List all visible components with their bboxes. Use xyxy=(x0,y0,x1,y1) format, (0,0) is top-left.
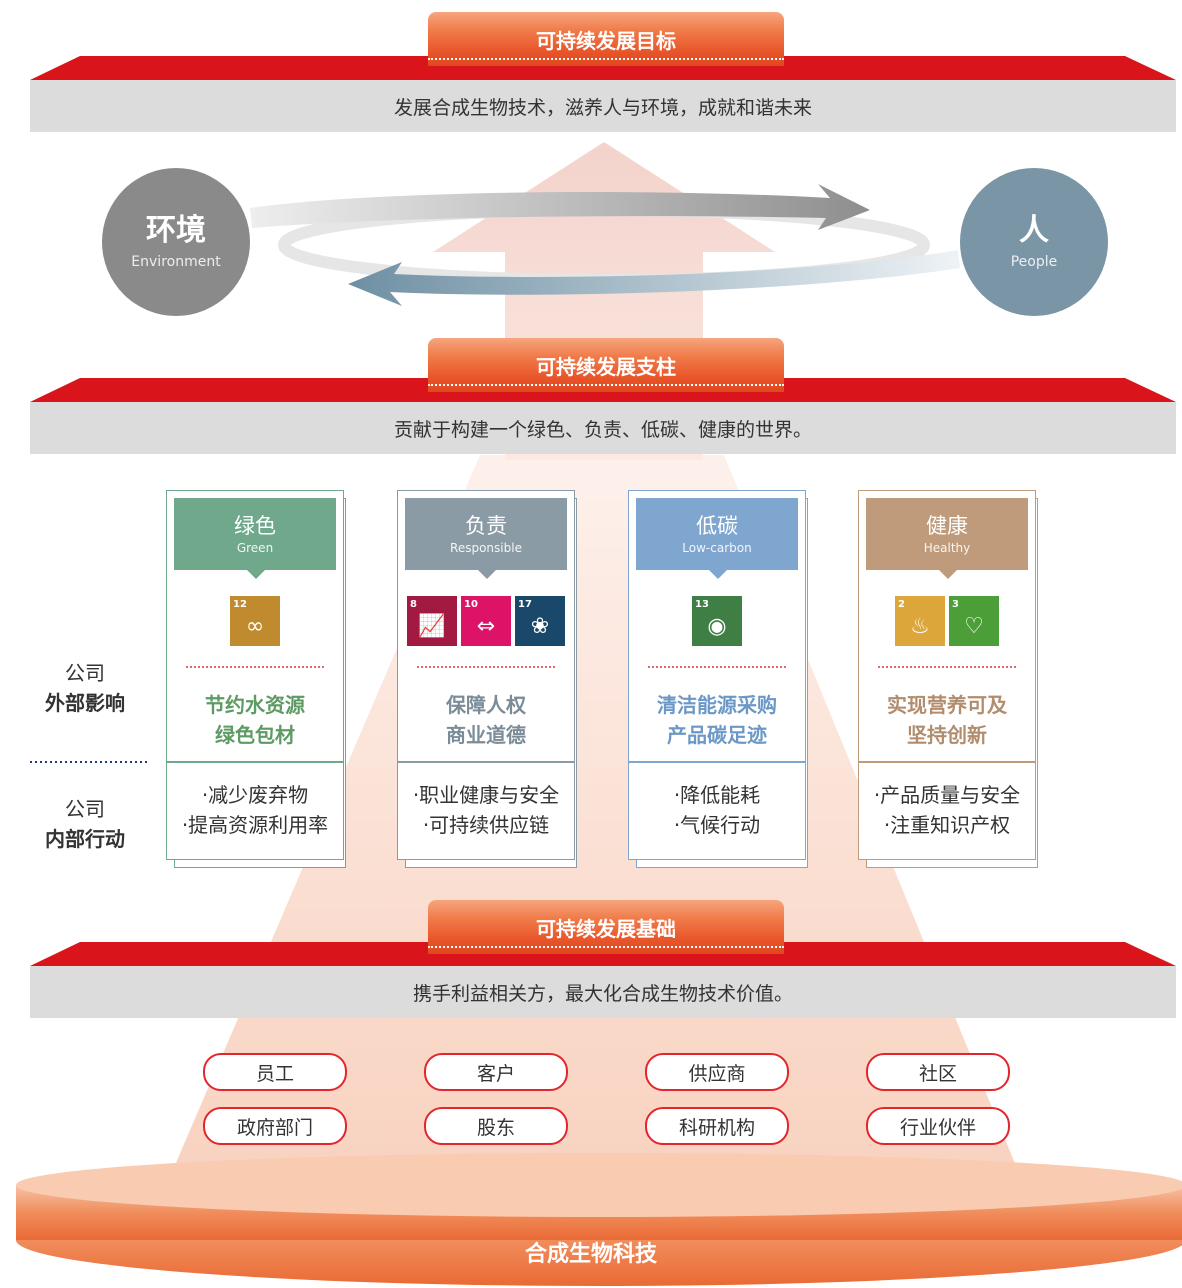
pillar-low-carbon-header: 低碳 Low-carbon xyxy=(636,498,798,570)
external-line1: 公司 xyxy=(65,661,105,685)
pillar-responsible: 负责 Responsible 8📈 10⇔ 17❀ 保障人权 商业道德 ·职业健… xyxy=(397,490,577,868)
sdg-10-icon: 10⇔ xyxy=(461,596,511,646)
pillar-healthy-header: 健康 Healthy xyxy=(866,498,1028,570)
goal-statement: 发展合成生物技术，滋养人与环境，成就和谐未来 xyxy=(393,96,812,119)
foundation-statement-band: 携手利益相关方，最大化合成生物技术价值。 xyxy=(30,966,1176,1018)
people-label-en: People xyxy=(1010,254,1058,270)
foundation-red-band xyxy=(30,942,1176,966)
base-title: 合成生物科技 xyxy=(524,1242,657,1267)
pillar-low-carbon-title: 低碳 xyxy=(696,514,738,538)
sdg-3-icon: 3♡ xyxy=(949,596,999,646)
pillar-healthy-actions: ·产品质量与安全 ·注重知识产权 xyxy=(858,780,1036,840)
pillars-statement: 贡献于构建一个绿色、负责、低碳、健康的世界。 xyxy=(393,418,812,441)
goal-title: 可持续发展目标 xyxy=(536,28,676,53)
sdg-8-icon: 8📈 xyxy=(407,596,457,646)
action-item: ·可持续供应链 xyxy=(422,813,550,837)
goal-title-tab: 可持续发展目标 xyxy=(428,12,784,66)
base-platform-top xyxy=(16,1153,1182,1217)
goal-item: 产品碳足迹 xyxy=(667,723,767,747)
pillars-tab-dots xyxy=(428,384,784,386)
pillar-healthy-title-en: Healthy xyxy=(923,541,971,555)
internal-line2: 内部行动 xyxy=(45,827,125,851)
goal-red-band xyxy=(30,56,1176,80)
action-item: ·气候行动 xyxy=(673,813,761,837)
pillar-green: 绿色 Green 12∞ 节约水资源 绿色包材 ·减少废弃物 ·提高资源利用率 xyxy=(166,490,346,868)
people-circle: 人 People xyxy=(960,168,1108,316)
goal-statement-band: 发展合成生物技术，滋养人与环境，成就和谐未来 xyxy=(30,80,1176,132)
pillar-healthy-sdgs: 2♨ 3♡ xyxy=(858,596,1036,646)
sdg-17-icon: 17❀ xyxy=(515,596,565,646)
action-item: ·提高资源利用率 xyxy=(181,813,329,837)
internal-action-label: 公司 内部行动 xyxy=(30,794,140,854)
pillar-responsible-sdgs: 8📈 10⇔ 17❀ xyxy=(397,596,575,646)
stakeholder-pill: 社区 xyxy=(866,1053,1010,1091)
pillar-low-carbon-title-en: Low-carbon xyxy=(682,541,752,555)
pillars-title: 可持续发展支柱 xyxy=(536,354,676,379)
pillar-low-carbon-sdgs: 13◉ xyxy=(628,596,806,646)
goal-item: 实现营养可及 xyxy=(887,693,1007,717)
goal-item: 绿色包材 xyxy=(215,723,295,747)
pillar-responsible-title: 负责 xyxy=(465,514,507,538)
stakeholder-pill: 员工 xyxy=(203,1053,347,1091)
pillar-healthy-goals: 实现营养可及 坚持创新 xyxy=(858,690,1036,750)
goal-item: 节约水资源 xyxy=(205,693,305,717)
action-item: ·产品质量与安全 xyxy=(873,783,1021,807)
pillar-healthy: 健康 Healthy 2♨ 3♡ 实现营养可及 坚持创新 ·产品质量与安全 ·注… xyxy=(858,490,1038,868)
pillar-green-header: 绿色 Green xyxy=(174,498,336,570)
cycle-arrow-left xyxy=(348,250,960,306)
sdg-12-icon: 12∞ xyxy=(230,596,280,646)
stakeholder-pill: 股东 xyxy=(424,1107,568,1145)
stakeholder-pill: 科研机构 xyxy=(645,1107,789,1145)
action-item: ·减少废弃物 xyxy=(201,783,309,807)
action-item: ·注重知识产权 xyxy=(883,813,1011,837)
pillar-green-actions: ·减少废弃物 ·提高资源利用率 xyxy=(166,780,344,840)
stakeholder-pill: 政府部门 xyxy=(203,1107,347,1145)
pillar-low-carbon-goals: 清洁能源采购 产品碳足迹 xyxy=(628,690,806,750)
environment-circle: 环境 Environment xyxy=(102,168,250,316)
foundation-title: 可持续发展基础 xyxy=(536,916,676,941)
people-label: 人 xyxy=(1019,213,1049,248)
stakeholder-pill: 行业伙伴 xyxy=(866,1107,1010,1145)
stakeholder-pill: 供应商 xyxy=(645,1053,789,1091)
pillar-responsible-actions: ·职业健康与安全 ·可持续供应链 xyxy=(397,780,575,840)
pillars-title-tab: 可持续发展支柱 xyxy=(428,338,784,392)
internal-line1: 公司 xyxy=(65,797,105,821)
pillar-responsible-goals: 保障人权 商业道德 xyxy=(397,690,575,750)
sdg-2-icon: 2♨ xyxy=(895,596,945,646)
foundation-statement: 携手利益相关方，最大化合成生物技术价值。 xyxy=(412,982,793,1005)
environment-label: 环境 xyxy=(146,213,206,248)
pillar-low-carbon-actions: ·降低能耗 ·气候行动 xyxy=(628,780,806,840)
goal-item: 坚持创新 xyxy=(907,723,987,747)
pillars-statement-band: 贡献于构建一个绿色、负责、低碳、健康的世界。 xyxy=(30,402,1176,454)
pillar-green-sdgs: 12∞ xyxy=(166,596,344,646)
goal-tab-dots xyxy=(428,58,784,60)
pillar-green-title: 绿色 xyxy=(234,514,276,538)
external-impact-label: 公司 外部影响 xyxy=(30,658,140,718)
action-item: ·降低能耗 xyxy=(673,783,761,807)
pillar-green-title-en: Green xyxy=(236,541,274,555)
stakeholder-pill: 客户 xyxy=(424,1053,568,1091)
sdg-13-icon: 13◉ xyxy=(692,596,742,646)
foundation-title-tab: 可持续发展基础 xyxy=(428,900,784,954)
goal-item: 商业道德 xyxy=(446,723,526,747)
environment-label-en: Environment xyxy=(131,254,221,270)
pillar-low-carbon: 低碳 Low-carbon 13◉ 清洁能源采购 产品碳足迹 ·降低能耗 ·气候… xyxy=(628,490,808,868)
foundation-tab-dots xyxy=(428,946,784,948)
goal-item: 保障人权 xyxy=(446,693,526,717)
pillar-responsible-title-en: Responsible xyxy=(450,541,522,555)
action-item: ·职业健康与安全 xyxy=(412,783,560,807)
goal-item: 清洁能源采购 xyxy=(657,693,777,717)
cycle-arrow-right xyxy=(250,184,870,230)
pillar-green-goals: 节约水资源 绿色包材 xyxy=(166,690,344,750)
pillar-healthy-title: 健康 xyxy=(926,514,968,538)
external-line2: 外部影响 xyxy=(45,691,125,715)
pillar-responsible-header: 负责 Responsible xyxy=(405,498,567,570)
